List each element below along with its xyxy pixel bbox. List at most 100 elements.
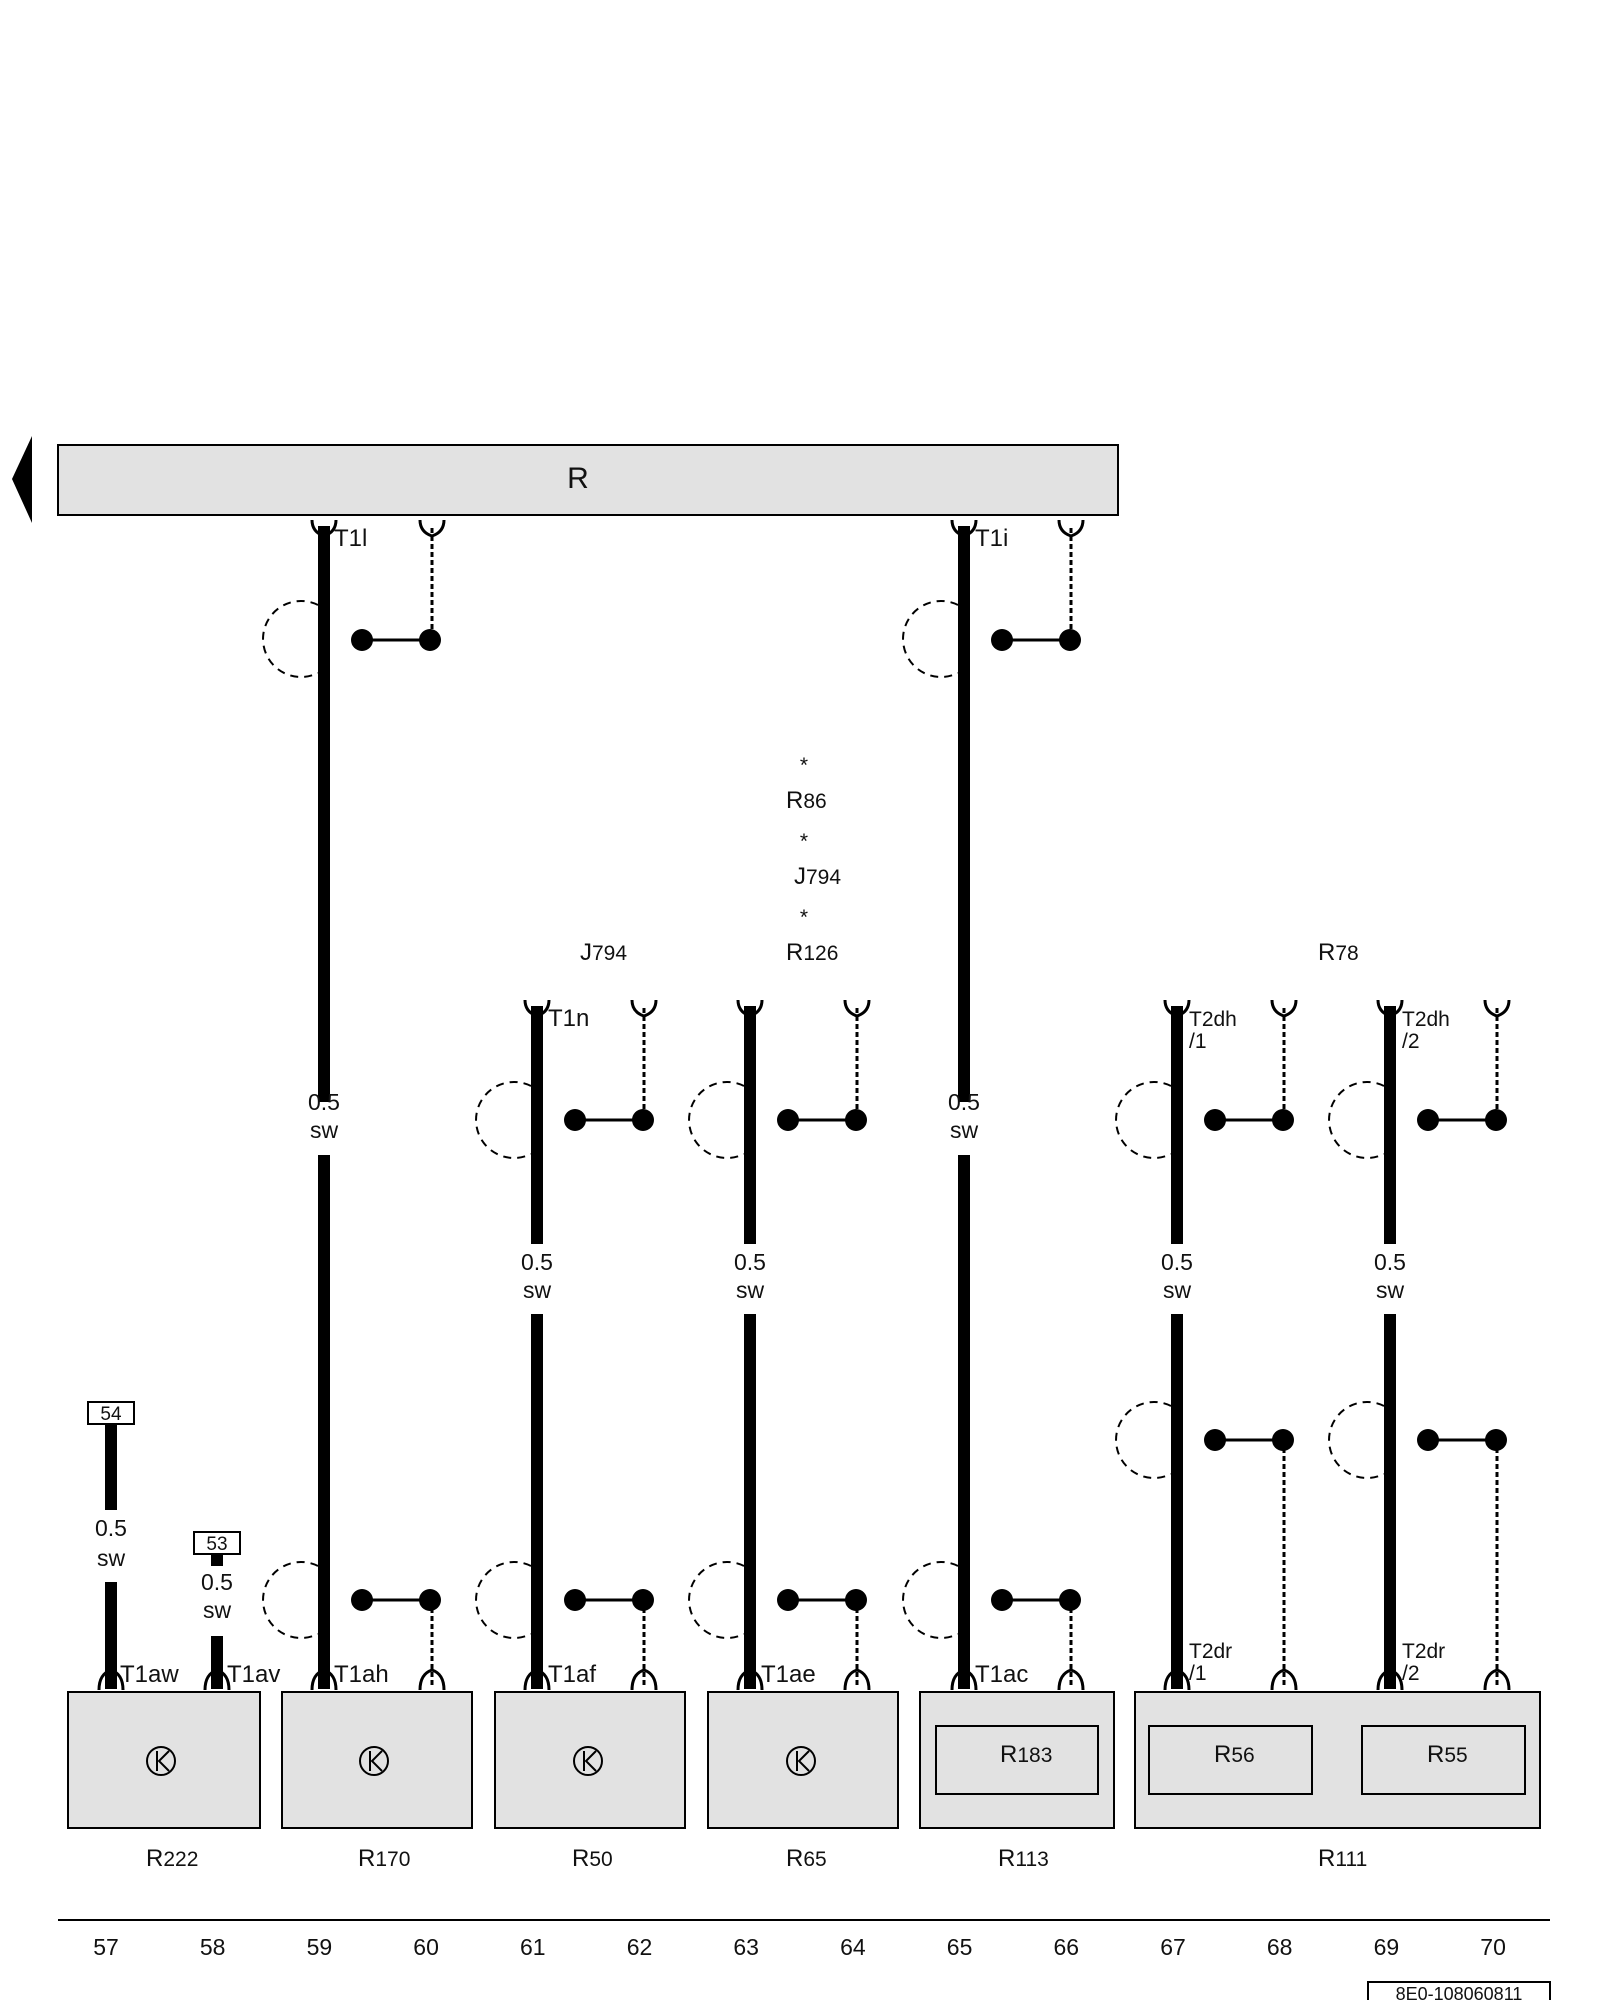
connector-t1n: T1n <box>548 1005 589 1032</box>
component-box-r56 <box>1148 1725 1313 1795</box>
component-label-r78: R78 <box>1318 939 1359 966</box>
reference-box <box>1367 1981 1551 2000</box>
column-number: 61 <box>520 1934 546 1960</box>
svg-text:0.5: 0.5 <box>201 1569 233 1595</box>
connector-t1aw: T1aw <box>120 1661 179 1688</box>
connector-pin-icon <box>97 1668 125 1691</box>
connector-t1ac: T1ac <box>975 1661 1028 1688</box>
left-arrow-icon[interactable] <box>12 436 32 523</box>
connector-pin-icon <box>1057 1668 1085 1691</box>
svg-text:R170: R170 <box>358 1845 410 1872</box>
svg-text:0.5: 0.5 <box>948 1089 980 1115</box>
svg-text:0.5: 0.5 <box>734 1249 766 1275</box>
column-number: 66 <box>1054 1934 1080 1960</box>
connector-pin-icon <box>203 1668 231 1691</box>
wire-column-67: T2dh /1 0.5 sw T2dr /1 <box>1115 999 1298 1691</box>
column-number: 65 <box>947 1934 973 1960</box>
svg-text:/1: /1 <box>1189 1662 1207 1685</box>
svg-text:53: 53 <box>206 1534 227 1555</box>
connector-t1l: T1l <box>334 525 367 552</box>
column-number: 63 <box>733 1934 759 1960</box>
column-number: 68 <box>1267 1934 1293 1960</box>
svg-text:R113: R113 <box>998 1845 1049 1872</box>
component-box-r170: R170 <box>281 1691 473 1872</box>
svg-text:R50: R50 <box>572 1845 613 1872</box>
antenna-amplifier-icon <box>359 1746 389 1776</box>
component-box-r55 <box>1361 1725 1526 1795</box>
svg-text:sw: sw <box>950 1117 979 1143</box>
connector-pin-icon <box>1270 1668 1298 1691</box>
wire-column-63: 0.5 sw T1ae <box>688 999 871 1691</box>
svg-text:*: * <box>800 754 808 777</box>
connector-pin-icon <box>630 1668 658 1691</box>
column-number: 62 <box>627 1934 653 1960</box>
component-box-r65: R65 <box>707 1691 899 1872</box>
column-number: 57 <box>93 1934 119 1960</box>
svg-text:R222: R222 <box>146 1845 198 1872</box>
connector-pin-icon <box>736 1668 764 1691</box>
svg-text:sw: sw <box>1163 1277 1192 1303</box>
svg-text:54: 54 <box>100 1404 122 1425</box>
connector-t1ae: T1ae <box>761 1661 816 1688</box>
wire-column-69: T2dh /2 0.5 sw T2dr /2 <box>1328 999 1511 1691</box>
component-box-r113: R183 R113 <box>919 1691 1115 1872</box>
antenna-amplifier-icon <box>146 1746 176 1776</box>
svg-text:/1: /1 <box>1189 1030 1207 1053</box>
column-number: 70 <box>1480 1934 1506 1960</box>
svg-text:R111: R111 <box>1318 1845 1367 1872</box>
svg-text:sw: sw <box>310 1117 339 1143</box>
connector-pin-icon <box>310 1668 338 1691</box>
svg-text:0.5: 0.5 <box>521 1249 553 1275</box>
svg-text:J794: J794 <box>794 863 841 890</box>
connector-pin-icon <box>418 1668 446 1691</box>
connector-t2dr-1: T2dr <box>1189 1640 1232 1663</box>
connector-t1af: T1af <box>548 1661 596 1688</box>
header-bar <box>57 444 1119 516</box>
connector-t1ah: T1ah <box>334 1661 389 1688</box>
svg-text:*: * <box>800 830 808 853</box>
svg-text:sw: sw <box>1376 1277 1405 1303</box>
column-number: 60 <box>413 1934 439 1960</box>
svg-text:sw: sw <box>736 1277 765 1303</box>
connector-t2dh-1: T2dh <box>1189 1008 1237 1031</box>
connector-pin-icon <box>843 1668 871 1691</box>
connector-t1av: T1av <box>227 1661 280 1688</box>
wire-column-58: 53 0.5 sw T1av <box>193 1531 280 1691</box>
svg-text:R56: R56 <box>1214 1741 1255 1768</box>
wire-column-65: T1i 0.5 sw T1ac <box>902 519 1085 1691</box>
wire-column-57: 54 0.5 sw T1aw <box>87 1401 179 1691</box>
connector-t2dr-2: T2dr <box>1402 1640 1445 1663</box>
svg-text:R55: R55 <box>1427 1741 1468 1768</box>
svg-text:R183: R183 <box>1000 1741 1052 1768</box>
svg-text:R86: R86 <box>786 787 827 814</box>
svg-text:sw: sw <box>203 1597 232 1623</box>
svg-text:sw: sw <box>523 1277 552 1303</box>
connector-pin-icon <box>950 1668 978 1691</box>
svg-text:0.5: 0.5 <box>308 1089 340 1115</box>
svg-text:sw: sw <box>97 1545 126 1571</box>
column-number: 59 <box>307 1934 333 1960</box>
svg-text:*: * <box>800 906 808 929</box>
wire-column-61: T1n 0.5 sw T1af <box>475 999 658 1691</box>
header-bar-label: R <box>567 462 589 495</box>
component-label-r126: * R126 <box>786 906 838 966</box>
component-box-r50: R50 <box>494 1691 686 1872</box>
component-box-r111: R56 R55 R111 <box>1134 1691 1541 1872</box>
wire-column-59: T1l 0.5 sw T1ah <box>262 519 446 1691</box>
column-number: 64 <box>840 1934 866 1960</box>
column-number: 58 <box>200 1934 226 1960</box>
connector-pin-icon <box>523 1668 551 1691</box>
component-label-j794-left: J794 <box>580 939 627 966</box>
antenna-amplifier-icon <box>573 1746 603 1776</box>
connector-t2dh-2: T2dh <box>1402 1008 1450 1031</box>
connector-pin-icon <box>1483 1668 1511 1691</box>
connector-t1i: T1i <box>975 525 1008 552</box>
component-box-r183 <box>935 1725 1099 1795</box>
svg-text:/2: /2 <box>1402 1030 1420 1053</box>
component-label-j794-middle: * J794 <box>794 830 841 890</box>
svg-text:R65: R65 <box>786 1845 827 1872</box>
svg-text:/2: /2 <box>1402 1662 1420 1685</box>
reference-code: 8E0-108060811 <box>1396 1984 1523 2000</box>
